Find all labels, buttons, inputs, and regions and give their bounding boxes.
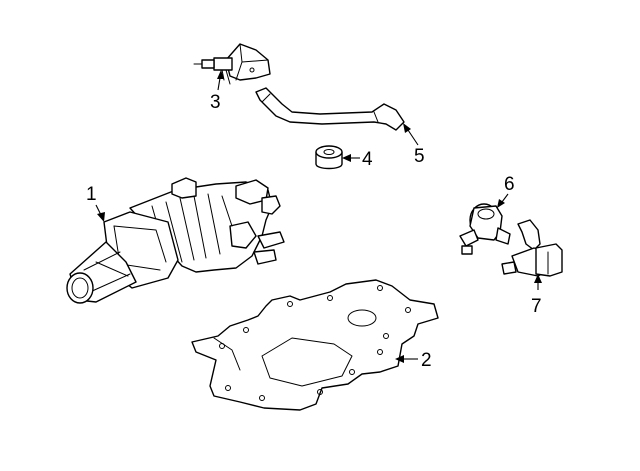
callout-6: 6 <box>504 174 515 195</box>
callout-2: 2 <box>421 350 432 371</box>
part-6-actuator <box>459 203 511 255</box>
leader-lines <box>95 70 542 363</box>
part-1-supercharger <box>66 177 285 304</box>
part-5-hose <box>255 87 405 131</box>
callout-4: 4 <box>362 149 373 170</box>
callout-1: 1 <box>86 184 97 205</box>
part-2-gasket <box>191 279 439 411</box>
part-7-solenoid <box>501 219 563 277</box>
callout-5: 5 <box>414 146 425 167</box>
callout-3: 3 <box>210 92 221 113</box>
part-4-grommet <box>315 145 343 170</box>
part-3-sensor-bracket <box>193 43 271 85</box>
callout-7: 7 <box>531 296 542 317</box>
